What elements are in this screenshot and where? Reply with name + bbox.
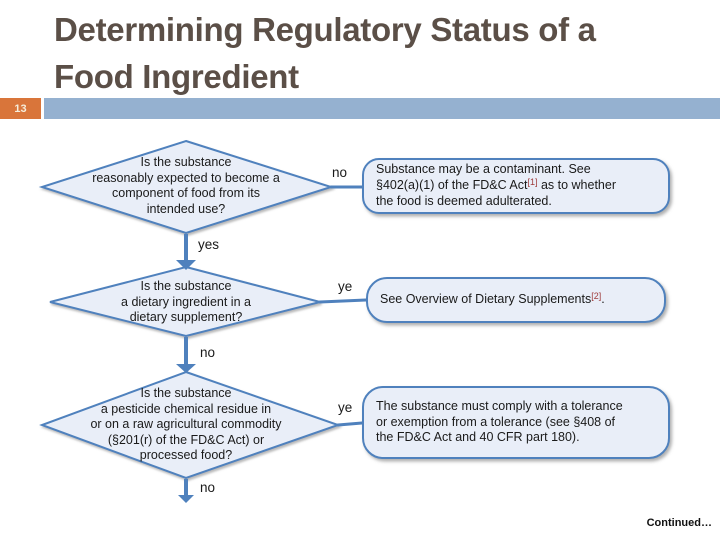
decision-2-text: Is the substance a dietary ingredient in… (121, 279, 251, 324)
edge-label-yes-1: yes (198, 237, 220, 252)
decision-3-text: Is the substance a pesticide chemical re… (90, 386, 282, 462)
edge-label-no-2: no (200, 345, 216, 360)
outcome-box-3-text: The substance must comply with a toleran… (376, 399, 623, 445)
edge-label-no-1: no (332, 165, 348, 180)
outcome-box-2-text-before: See Overview of Dietary Supplements (380, 291, 592, 306)
outcome-box-2-text: See Overview of Dietary Supplements[2]. (368, 290, 611, 309)
connector-d2-box2 (318, 298, 368, 304)
outcome-box-1-text: Substance may be a contaminant. See §402… (364, 162, 622, 210)
outcome-box-2: See Overview of Dietary Supplements[2]. (366, 277, 666, 323)
decision-diamond-3 (39, 370, 342, 480)
slide-number: 13 (14, 102, 27, 115)
outcome-box-3: The substance must comply with a toleran… (362, 386, 670, 459)
decision-diamond-1 (38, 139, 335, 235)
footnote-ref-2: [2] (591, 290, 602, 301)
edge-label-yes-3: ye (338, 400, 353, 415)
footnote-ref-1: [1] (527, 176, 538, 187)
arrow-d2-d3-head (176, 364, 196, 373)
header-accent-bar (44, 98, 720, 119)
slide-number-badge: 13 (0, 98, 41, 119)
edge-label-yes-2: ye (338, 279, 353, 294)
slide-title: Determining Regulatory Status of a Food … (54, 11, 596, 95)
outcome-box-2-text-after: . (601, 291, 605, 306)
continued-label: Continued… (646, 517, 712, 529)
decision-diamond-2 (49, 265, 321, 338)
outcome-box-1: Substance may be a contaminant. See §402… (362, 158, 670, 214)
arrow-d1-d2-head (176, 260, 196, 270)
outcome-box-1-text-after: as to whether the food is deemed adulter… (376, 177, 616, 209)
arrow-d3-down-head (178, 495, 194, 503)
edge-label-no-3: no (200, 480, 216, 495)
decision-1-text: Is the substance reasonably expected to … (92, 155, 280, 216)
connector-d3-box3 (336, 421, 364, 427)
outcome-box-1-text-before: Substance may be a contaminant. See §402… (376, 162, 591, 192)
